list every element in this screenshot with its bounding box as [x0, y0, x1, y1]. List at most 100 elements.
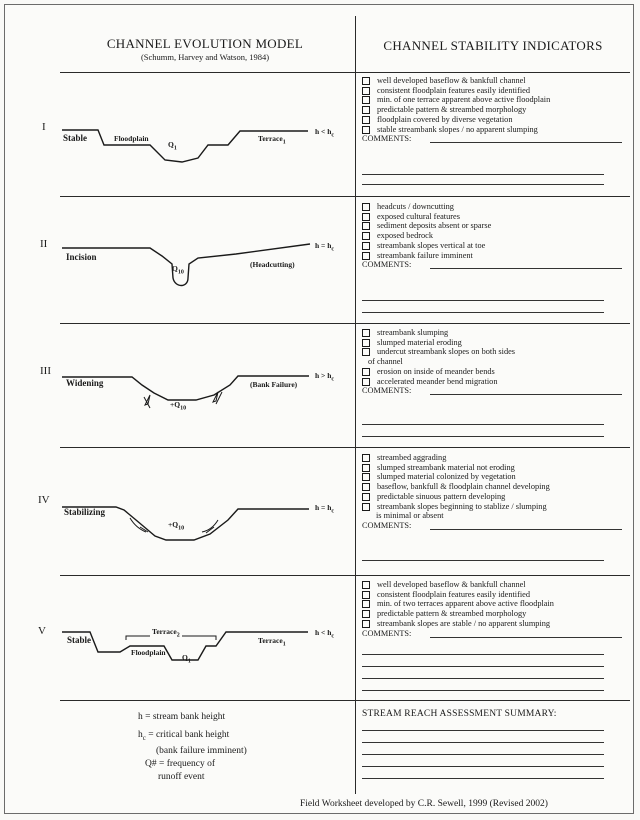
comments-field[interactable]: COMMENTS: [362, 629, 632, 639]
stage-4-profile [62, 506, 309, 541]
checkbox-icon[interactable] [362, 590, 370, 599]
checkbox-icon[interactable] [362, 454, 370, 462]
comment-line[interactable] [362, 174, 604, 175]
indicator-item[interactable]: slumped streambank material not eroding [362, 463, 632, 473]
comment-line[interactable] [362, 678, 604, 679]
checkbox-icon[interactable] [362, 483, 370, 492]
indicator-item[interactable]: predictable pattern & streambed morpholo… [362, 105, 632, 115]
checkbox-icon[interactable] [362, 377, 370, 386]
indicator-item[interactable]: streambank slopes vertical at toe [362, 241, 632, 251]
indicator-item[interactable]: streambank slopes beginning to stablize … [362, 502, 632, 512]
checkbox-icon[interactable] [362, 241, 370, 250]
checkbox-icon[interactable] [362, 329, 370, 337]
stage-4-name: Stabilizing [64, 507, 106, 517]
indicator-item[interactable]: streambank slopes are stable / no appare… [362, 619, 632, 629]
stage-5-floodplain-label: Floodplain [131, 648, 166, 657]
footer-credit: Field Worksheet developed by C.R. Sewell… [300, 799, 548, 809]
model-title: CHANNEL EVOLUTION MODEL [106, 36, 304, 51]
checkbox-icon[interactable] [362, 463, 370, 472]
checkbox-icon[interactable] [362, 251, 370, 260]
stage-3-height-relation: h > hc [315, 371, 335, 383]
checkbox-icon[interactable] [362, 619, 370, 628]
indicator-item[interactable]: min. of one terrace apparent above activ… [362, 95, 632, 105]
indicator-item[interactable]: accelerated meander bend migration [362, 377, 632, 387]
checkbox-icon[interactable] [362, 502, 370, 511]
page-frame [4, 4, 634, 814]
indicator-item[interactable]: slumped material colonized by vegetation [362, 472, 632, 482]
checkbox-icon[interactable] [362, 473, 370, 482]
indicator-item[interactable]: headcuts / downcutting [362, 202, 632, 212]
checkbox-icon[interactable] [362, 581, 370, 589]
indicator-item[interactable]: sediment deposits absent or sparse [362, 221, 632, 231]
indicator-item[interactable]: streambank failure imminent [362, 251, 632, 261]
comments-field[interactable]: COMMENTS: [362, 134, 632, 144]
checkbox-icon[interactable] [362, 232, 370, 241]
indicator-item[interactable]: min. of two terraces apparent above acti… [362, 599, 632, 609]
comment-line[interactable] [362, 654, 604, 655]
comments-field[interactable]: COMMENTS: [362, 386, 632, 396]
stage-2-process-label: (Headcutting) [250, 260, 295, 269]
summary-line[interactable] [362, 778, 604, 779]
section-rule-1 [60, 196, 630, 197]
stage-1-numeral: I [42, 121, 46, 133]
checkbox-icon[interactable] [362, 86, 370, 95]
comment-line[interactable] [362, 184, 604, 185]
indicator-item[interactable]: stable streambank slopes / no apparent s… [362, 125, 632, 135]
comment-line[interactable] [362, 666, 604, 667]
checkbox-icon[interactable] [362, 367, 370, 376]
comment-line[interactable] [362, 436, 604, 437]
indicator-item[interactable]: floodplain covered by diverse vegetation [362, 115, 632, 125]
comment-line[interactable] [362, 312, 604, 313]
checkbox-icon[interactable] [362, 610, 370, 619]
stage-2-q-label: Q10 [172, 264, 184, 276]
checkbox-icon[interactable] [362, 77, 370, 85]
legend-q: Q# = frequency of [145, 758, 215, 769]
stage-5-terrace2-label: Terrace2 [150, 627, 182, 639]
stage-3-process-label: (Bank Failure) [250, 380, 298, 389]
checkbox-icon[interactable] [362, 203, 370, 211]
summary-line[interactable] [362, 730, 604, 731]
checkbox-icon[interactable] [362, 222, 370, 231]
checkbox-icon[interactable] [362, 115, 370, 124]
checkbox-icon[interactable] [362, 212, 370, 221]
checkbox-icon[interactable] [362, 338, 370, 347]
summary-line[interactable] [362, 754, 604, 755]
indicator-item[interactable]: slumped material eroding [362, 338, 632, 348]
comment-line[interactable] [362, 690, 604, 691]
indicator-item[interactable]: consistent floodplain features easily id… [362, 590, 632, 600]
indicator-item[interactable]: consistent floodplain features easily id… [362, 86, 632, 96]
checkbox-icon[interactable] [362, 348, 370, 357]
comment-line[interactable] [362, 560, 604, 561]
comment-line[interactable] [362, 424, 604, 425]
checkbox-icon[interactable] [362, 96, 370, 105]
checkbox-icon[interactable] [362, 492, 370, 501]
summary-line[interactable] [362, 766, 604, 767]
indicator-item[interactable]: well developed baseflow & bankfull chann… [362, 76, 632, 86]
stage-1-profile [62, 129, 308, 163]
legend-hc-note: (bank failure imminent) [156, 745, 247, 756]
indicator-item[interactable]: streambed aggrading [362, 453, 632, 463]
indicator-item[interactable]: exposed cultural features [362, 212, 632, 222]
indicator-item[interactable]: baseflow, bankfull & floodplain channel … [362, 482, 632, 492]
indicator-item[interactable]: erosion on inside of meander bends [362, 367, 632, 377]
indicator-item[interactable]: streambank slumping [362, 328, 632, 338]
indicator-item[interactable]: undercut streambank slopes on both sides [362, 347, 632, 357]
indicator-item[interactable]: exposed bedrock [362, 231, 632, 241]
comments-field[interactable]: COMMENTS: [362, 260, 632, 270]
indicator-item[interactable]: well developed baseflow & bankfull chann… [362, 580, 632, 590]
checkbox-icon[interactable] [362, 125, 370, 134]
summary-line[interactable] [362, 742, 604, 743]
checkbox-icon[interactable] [362, 106, 370, 115]
comments-field[interactable]: COMMENTS: [362, 521, 632, 531]
stage-1-q-label: Q1 [168, 140, 177, 152]
legend-q-note: runoff event [158, 771, 205, 782]
indicator-item[interactable]: predictable pattern & streambed morpholo… [362, 609, 632, 619]
stage-2-height-relation: h = hc [315, 241, 335, 253]
stage-3-indicators: streambank slumping slumped material ero… [362, 328, 632, 396]
indicators-title: CHANNEL STABILITY INDICATORS [383, 38, 603, 53]
comment-line[interactable] [362, 300, 604, 301]
checkbox-icon[interactable] [362, 600, 370, 609]
stage-2-numeral: II [40, 238, 48, 250]
indicator-item[interactable]: predictable sinuous pattern developing [362, 492, 632, 502]
